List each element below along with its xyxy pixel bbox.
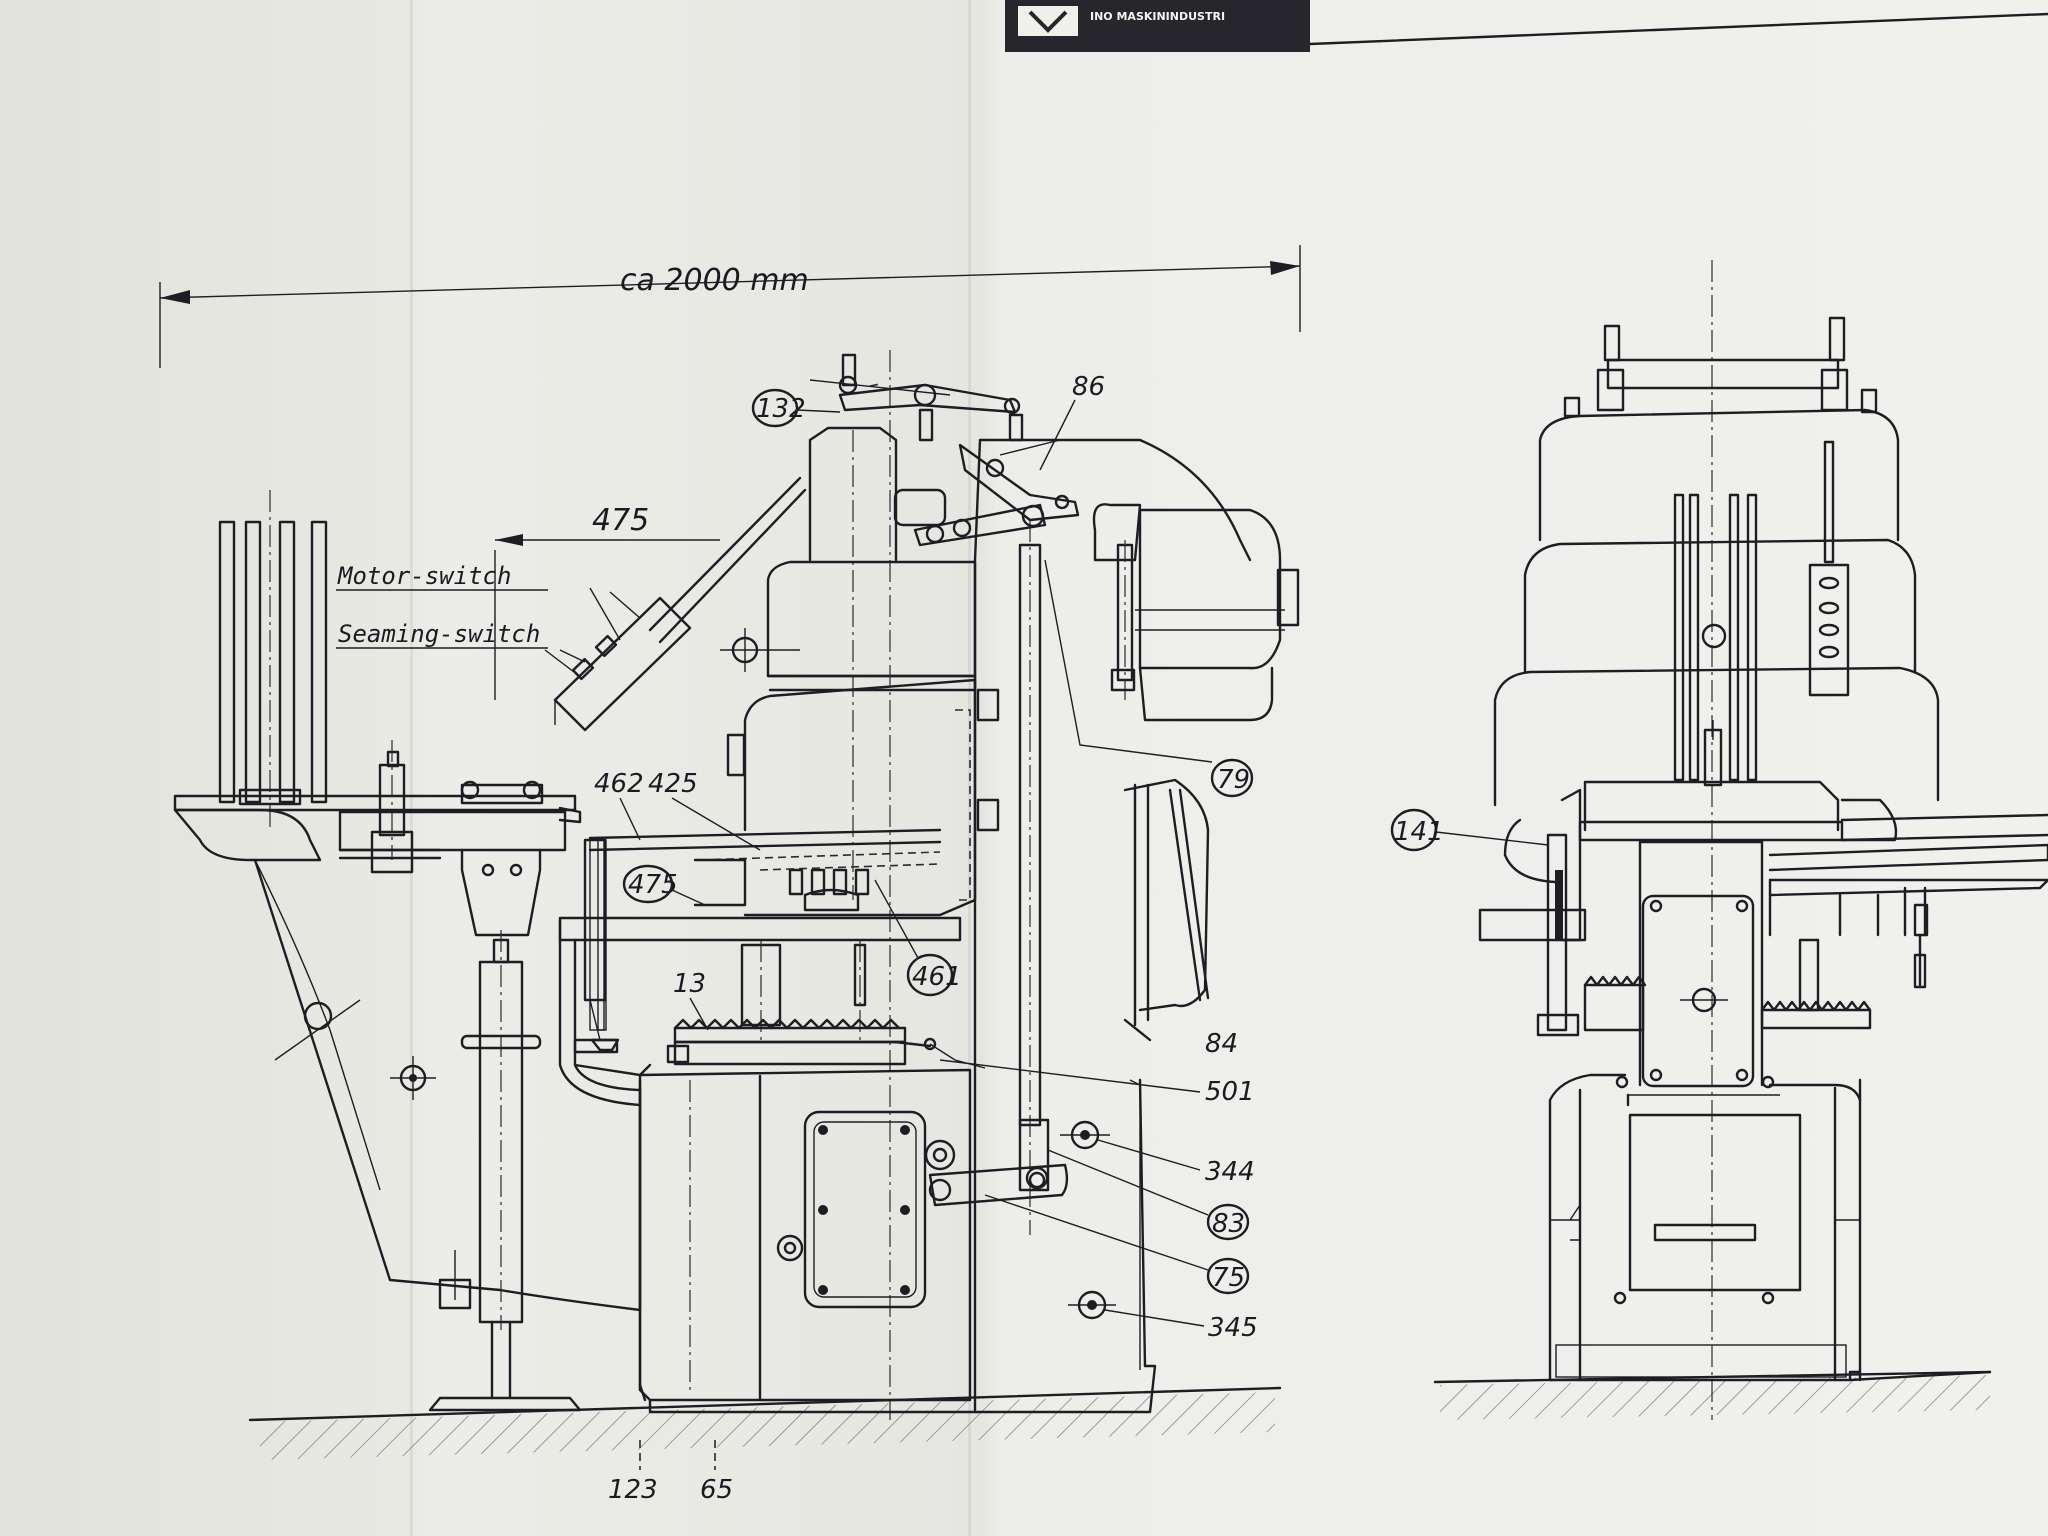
- part-461: 461: [912, 962, 962, 992]
- part-83: 83: [1212, 1209, 1245, 1239]
- feed-table: [558, 918, 986, 1107]
- part-501: 501: [1205, 1077, 1255, 1107]
- paper-fold-left: [410, 0, 413, 1536]
- part-79: 79: [1217, 765, 1250, 795]
- part-86: 86: [1072, 372, 1105, 402]
- frame-casting: [253, 858, 642, 1312]
- can-stand: [338, 780, 582, 1412]
- overall-dimension: ca 2000 mm: [159, 245, 1301, 368]
- part-462: 462: [594, 769, 644, 799]
- part-345: 345: [1208, 1313, 1258, 1343]
- switch-column: [338, 740, 442, 874]
- stamp-line-1: INO MASKININDUSTRI: [1090, 10, 1225, 23]
- motor-switch-label: Motor-switch: [337, 562, 511, 590]
- part-13: 13: [673, 969, 706, 999]
- title-stamp: INO MASKININDUSTRI: [1005, 0, 2048, 52]
- ground-left: [248, 1386, 1282, 1460]
- side-view: 141: [1390, 260, 2048, 1420]
- overall-dimension-label: ca 2000 mm: [620, 263, 809, 298]
- part-344: 344: [1205, 1157, 1255, 1187]
- part-132: 132: [756, 394, 806, 424]
- part-475: 475: [628, 870, 678, 900]
- switch-box: 475 Motor-switch Seaming-switch: [336, 476, 807, 732]
- switch-offset-dimension: 475: [592, 503, 649, 538]
- part-75: 75: [1212, 1263, 1245, 1293]
- seaming-switch-label: Seaming-switch: [338, 620, 540, 648]
- part-141: 141: [1394, 817, 1444, 847]
- machine-body: [558, 350, 1300, 1420]
- part-84: 84: [1205, 1029, 1238, 1059]
- part-65: 65: [700, 1475, 733, 1505]
- can-magazine: [173, 490, 582, 862]
- part-callouts-left: 132 86 79 462 425 475 13 461 84 501 344: [594, 372, 1258, 1505]
- part-123: 123: [608, 1475, 658, 1505]
- part-425: 425: [648, 769, 698, 799]
